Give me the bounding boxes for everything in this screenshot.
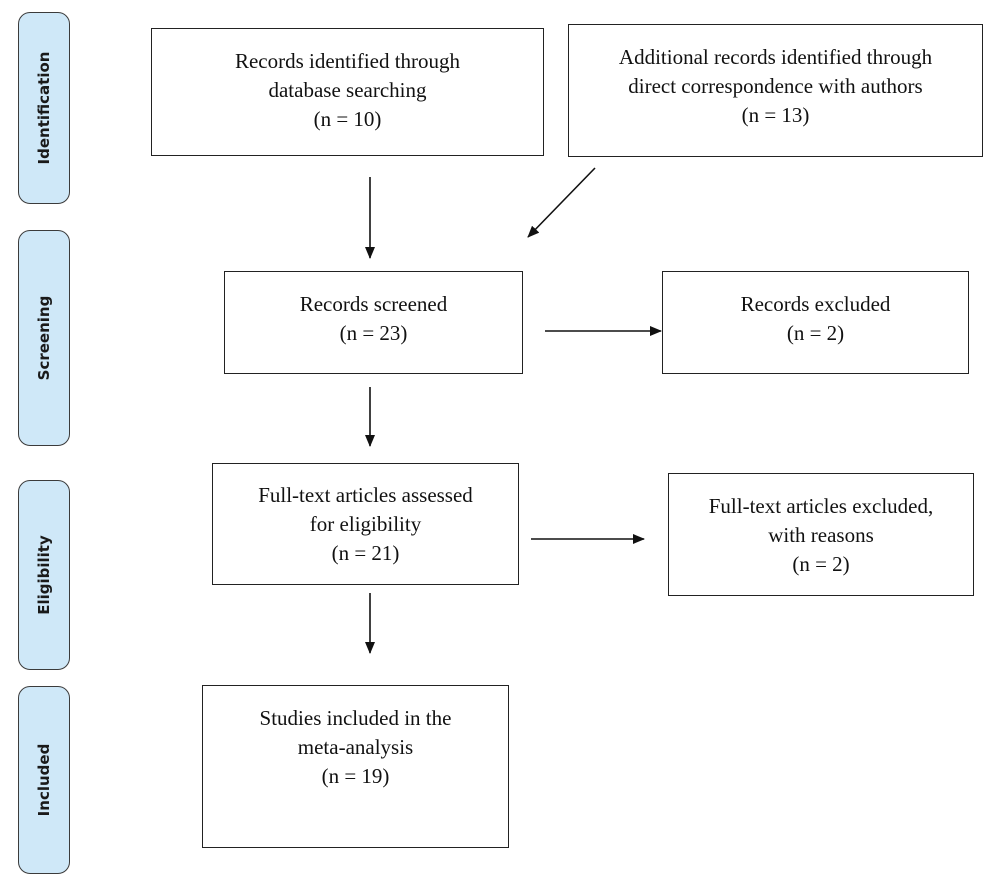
stage-screening: Screening: [18, 230, 70, 446]
arrow-additional-to-screened: [527, 167, 596, 238]
fulltext-excluded-count: (n = 2): [792, 552, 850, 576]
fulltext-excluded-box: Full-text articles excluded, with reason…: [668, 473, 974, 596]
fulltext-assessed-count: (n = 21): [331, 541, 400, 565]
fulltext-excluded-line2: with reasons: [768, 523, 874, 547]
fulltext-excluded-line1: Full-text articles excluded,: [708, 494, 934, 518]
additional-records-line2: direct correspondence with authors: [628, 74, 923, 98]
stage-identification: Identification: [18, 12, 70, 204]
fulltext-assessed-line2: for eligibility: [309, 512, 422, 536]
additional-records-box: Additional records identified through di…: [568, 24, 983, 157]
studies-included-line2: meta-analysis: [297, 735, 414, 759]
records-screened-count: (n = 23): [339, 321, 408, 345]
fulltext-assessed-line1: Full-text articles assessed: [258, 483, 473, 507]
additional-records-count: (n = 13): [741, 103, 810, 127]
additional-records-line1: Additional records identified through: [618, 45, 933, 69]
stage-included: Included: [18, 686, 70, 874]
database-records-count: (n = 10): [313, 107, 382, 131]
records-screened-line1: Records screened: [299, 292, 448, 316]
records-excluded-box: Records excluded (n = 2): [662, 271, 969, 374]
database-records-line2: database searching: [268, 78, 427, 102]
studies-included-count: (n = 19): [321, 764, 390, 788]
records-screened-box: Records screened (n = 23): [224, 271, 523, 374]
records-excluded-line1: Records excluded: [740, 292, 891, 316]
fulltext-assessed-box: Full-text articles assessed for eligibil…: [212, 463, 519, 585]
records-excluded-count: (n = 2): [786, 321, 845, 345]
studies-included-line1: Studies included in the: [259, 706, 452, 730]
studies-included-box: Studies included in the meta-analysis (n…: [202, 685, 509, 848]
database-records-box: Records identified through database sear…: [151, 28, 544, 156]
database-records-line1: Records identified through: [234, 49, 461, 73]
stage-eligibility: Eligibility: [18, 480, 70, 670]
